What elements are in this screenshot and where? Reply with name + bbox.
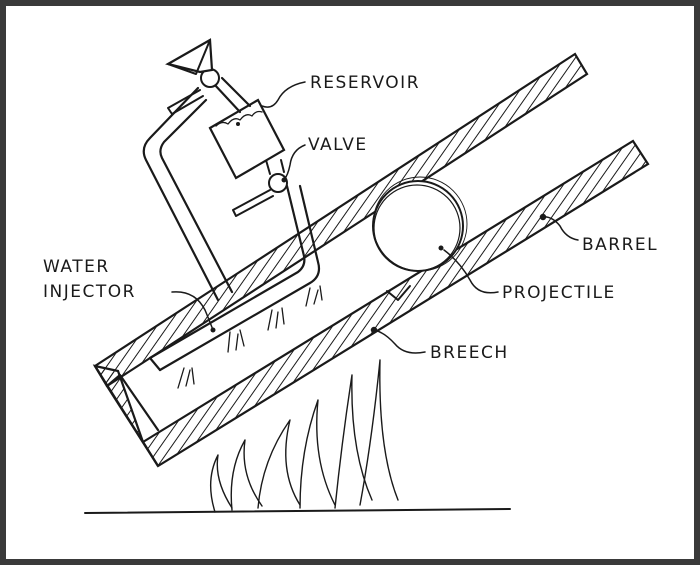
- label-valve: VALVE: [308, 135, 368, 155]
- water-injector-leader: [171, 291, 214, 331]
- label-breech: BREECH: [430, 343, 509, 363]
- ground-line: [84, 508, 511, 514]
- reservoir-leader: [261, 81, 306, 108]
- barrel-leader: [542, 216, 579, 241]
- label-barrel: BARREL: [582, 235, 658, 255]
- label-projectile: PROJECTILE: [502, 283, 616, 303]
- upper-pipe: [142, 76, 252, 302]
- flames: [210, 359, 399, 513]
- top-valve: [167, 68, 220, 115]
- funnel: [165, 38, 214, 75]
- reservoir: [208, 98, 286, 180]
- label-water: WATER: [43, 257, 110, 277]
- projectile-leader: [443, 249, 499, 294]
- breech-leader: [373, 329, 426, 354]
- label-reservoir: RESERVOIR: [310, 73, 420, 93]
- valve-leader: [283, 144, 306, 181]
- projectile: [372, 176, 468, 272]
- leader-lines: [171, 81, 579, 354]
- barrel: [92, 52, 650, 468]
- label-injector: INJECTOR: [43, 282, 136, 302]
- valve: [232, 159, 288, 217]
- steam-cannon-sketch: RESERVOIR VALVE WATER INJECTOR BARREL PR…: [43, 38, 658, 514]
